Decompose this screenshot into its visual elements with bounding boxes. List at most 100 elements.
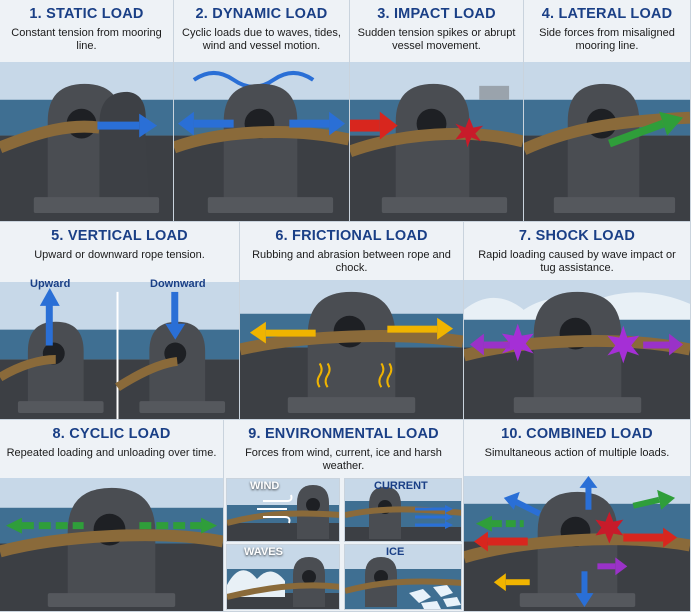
- chock-illustration: [174, 62, 349, 221]
- panel-description: Constant tension from mooring line.: [11, 27, 162, 52]
- panel-environmental-load: 9. ENVIRONMENTAL LOAD Forces from wind, c…: [224, 420, 464, 612]
- wind-label: WIND: [250, 480, 280, 492]
- rope-icon: [227, 510, 339, 526]
- panel-description: Upward or downward rope tension.: [34, 249, 205, 261]
- arrow-right-yellow-icon: [387, 317, 454, 340]
- arrow-left-purple-icon: [469, 333, 510, 356]
- wind-icon: [257, 494, 293, 524]
- panel-title: 8. CYCLIC LOAD: [52, 426, 171, 442]
- panel-title: 6. FRICTIONAL LOAD: [275, 228, 428, 244]
- panel-impact-load: 3. IMPACT LOAD Sudden tension spikes or a…: [350, 0, 524, 222]
- heat-icon: [316, 362, 393, 388]
- chock-static-svg: [0, 62, 173, 221]
- rope-icon: [174, 126, 349, 154]
- subpanel-waves: [226, 544, 340, 610]
- ice-label: ICE: [386, 546, 405, 558]
- chock-dynamic-svg: [174, 62, 349, 221]
- subpanel-current: [344, 478, 462, 542]
- arrow-left-blue-icon: [177, 111, 234, 136]
- chock-illustration: [0, 62, 173, 221]
- panel-description: Simultaneous action of multiple loads.: [484, 447, 670, 459]
- ship-icon: [479, 85, 510, 100]
- panel-title: 2. DYNAMIC LOAD: [195, 6, 328, 22]
- arrow-right-purple-icon: [597, 557, 628, 576]
- chock-illustration: [524, 62, 690, 221]
- panel-title: 9. ENVIRONMENTAL LOAD: [248, 426, 439, 442]
- chock-illustration: [0, 282, 239, 419]
- panel-frictional-load: 6. FRICTIONAL LOAD Rubbing and abrasion b…: [240, 222, 464, 420]
- current-arrows-icon: [415, 507, 445, 527]
- chock-frictional-svg: [240, 280, 463, 419]
- chock-icon: [381, 83, 508, 214]
- arrow-right-purple-icon: [643, 333, 684, 356]
- rope-icon: [0, 354, 56, 382]
- rope-icon: [115, 356, 178, 392]
- ice-icon: [409, 585, 461, 609]
- arrow-right-red-icon: [623, 527, 678, 548]
- arrow-diagonal-green-icon: [608, 111, 684, 148]
- panel-cyclic-load: 8. CYCLIC LOAD Repeated loading and unloa…: [0, 420, 224, 612]
- panel-description: Cyclic loads due to waves, tides, wind a…: [182, 27, 341, 52]
- arrow-left-green-icon: [5, 517, 84, 534]
- arrow-up-blue-icon: [579, 476, 598, 510]
- downward-label: Downward: [150, 278, 206, 290]
- chock-icon: [33, 83, 160, 214]
- panel-description: Sudden tension spikes or abrupt vessel m…: [357, 27, 516, 52]
- arrow-left-yellow-icon: [493, 573, 530, 592]
- chock-shock-svg: [464, 280, 690, 419]
- chock-impact-svg: [350, 62, 523, 221]
- chock-icon: [513, 291, 642, 414]
- chock-illustration: [240, 280, 463, 419]
- ice-svg: [345, 545, 461, 609]
- chock-icon: [17, 321, 104, 414]
- chock-illustration: [350, 62, 523, 221]
- panel-description: Forces from wind, current, ice and harsh…: [245, 447, 442, 472]
- chock-combined-svg: [464, 476, 690, 611]
- arrow-right-green-icon: [632, 489, 676, 510]
- panel-title: 10. COMBINED LOAD: [501, 426, 653, 442]
- waves-label: WAVES: [244, 546, 283, 558]
- subpanel-wind: [226, 478, 340, 542]
- panel-description: Side forces from misaligned mooring line…: [539, 27, 675, 52]
- panel-description: Rubbing and abrasion between rope and ch…: [252, 249, 451, 274]
- wind-svg: [227, 479, 339, 541]
- chock-icon: [293, 557, 325, 607]
- waves-svg: [227, 545, 339, 609]
- chock-vertical-svg: [0, 282, 239, 419]
- panel-vertical-load: 5. VERTICAL LOAD Upward or downward rope …: [0, 222, 240, 420]
- chock-cyclic-svg: [0, 478, 223, 611]
- arrow-right-blue-icon: [97, 113, 158, 138]
- subpanel-ice: [344, 544, 462, 610]
- impact-star-icon: [455, 117, 484, 148]
- chock-illustration: [464, 476, 690, 611]
- rope-icon: [227, 582, 339, 600]
- rope-icon: [0, 529, 223, 558]
- shock-star-icon: [607, 325, 640, 364]
- panel-title: 7. SHOCK LOAD: [518, 228, 636, 244]
- panel-lateral-load: 4. LATERAL LOAD Side forces from misalign…: [524, 0, 691, 222]
- upward-label: Upward: [30, 278, 71, 290]
- rope-icon: [345, 578, 461, 594]
- chock-illustration: [0, 478, 223, 611]
- arrow-down-blue-icon: [165, 291, 186, 340]
- arrow-left-yellow-icon: [249, 321, 316, 344]
- panel-title: 5. VERTICAL LOAD: [51, 228, 188, 244]
- arrow-upleft-blue-icon: [503, 491, 542, 517]
- arrow-right-red-icon: [350, 111, 398, 140]
- chock-illustration: [464, 280, 690, 419]
- panel-description: Repeated loading and unloading over time…: [6, 447, 217, 459]
- impact-star-icon: [595, 511, 624, 544]
- chock-lateral-svg: [524, 62, 690, 221]
- rope-icon: [0, 120, 101, 153]
- current-label: CURRENT: [374, 480, 428, 492]
- arrow-left-red-icon: [473, 531, 528, 552]
- panel-dynamic-load: 2. DYNAMIC LOAD Cyclic loads due to waves…: [174, 0, 350, 222]
- current-svg: [345, 479, 461, 541]
- rope-icon: [524, 111, 690, 155]
- panel-title: 3. IMPACT LOAD: [377, 6, 496, 22]
- shock-star-icon: [501, 323, 534, 362]
- panel-title: 4. LATERAL LOAD: [541, 6, 673, 22]
- arrow-down-blue-icon: [575, 571, 594, 608]
